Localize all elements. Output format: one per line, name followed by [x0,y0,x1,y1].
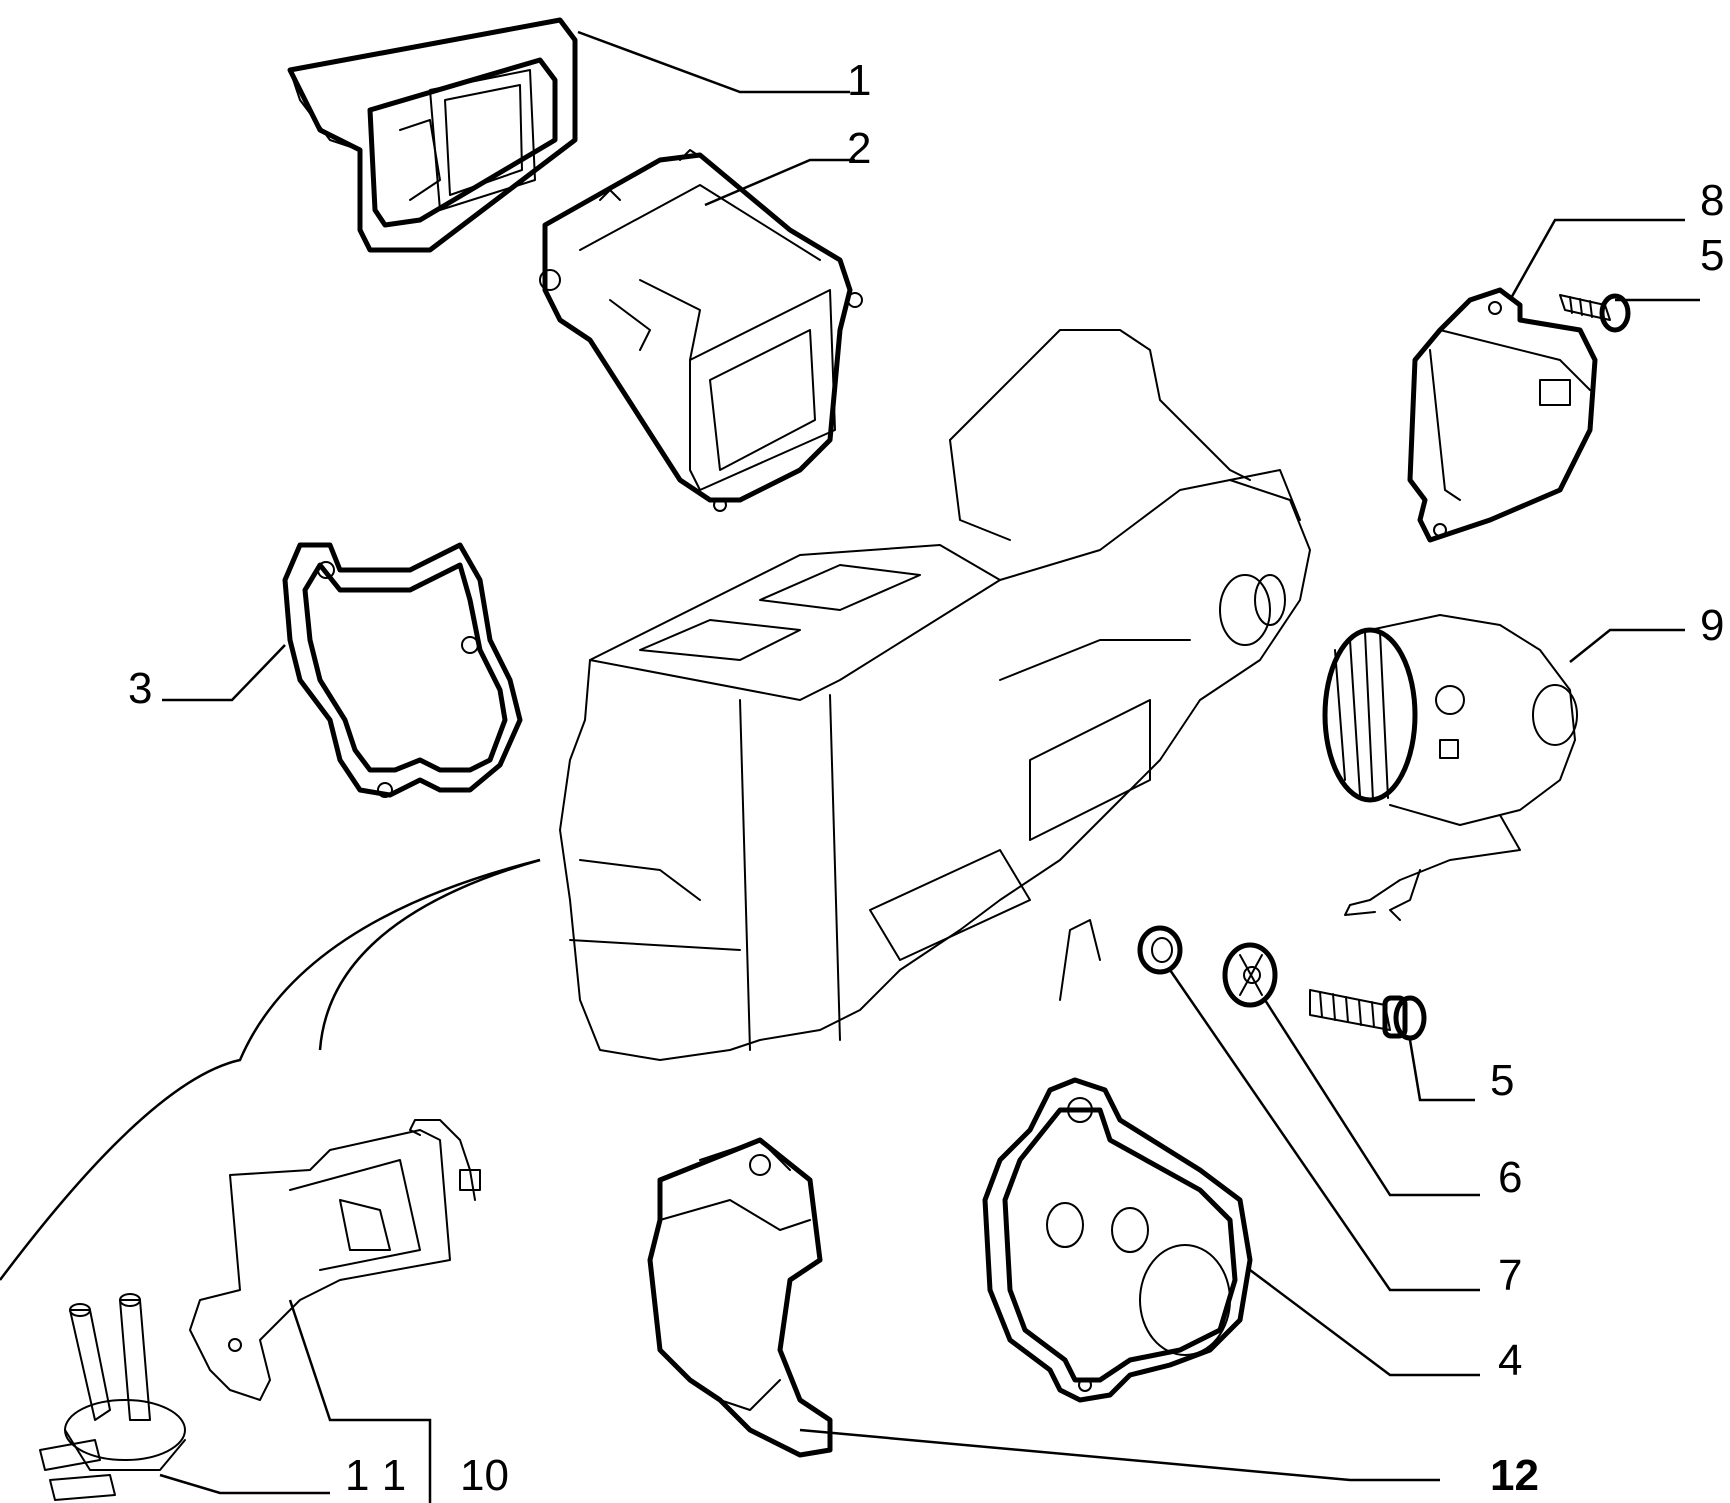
callout-8: 8 [1700,176,1724,225]
background-arc-inner [318,858,541,1051]
callout-1: 1 [847,56,871,105]
part-9-blower-motor [1322,614,1578,921]
callout-2: 2 [847,124,871,173]
part-5-bolt-lower [1309,989,1427,1041]
callout-10: 10 [460,1451,509,1500]
callout-5-lower: 5 [1490,1056,1514,1105]
part-6-nut [1222,942,1278,1008]
part-4-cover-plate [982,1077,1253,1403]
callout-12: 12 [1490,1451,1539,1500]
callout-3: 3 [128,664,152,713]
callout-7: 7 [1498,1251,1522,1300]
part-3-gasket [282,542,523,798]
callout-11: 1 1 [345,1451,406,1500]
part-2-filter-housing [539,149,863,512]
part-10-resistor-bracket [189,1119,481,1401]
leader-lines [159,30,1700,1503]
part-1-intake-duct [287,17,578,253]
part-11-water-valve [39,1293,186,1501]
callout-9: 9 [1700,601,1724,650]
part-5-screw-upper [1559,293,1631,333]
background-arc-outer [0,858,541,1281]
callout-6: 6 [1498,1153,1522,1202]
part-7-washer [1137,925,1183,975]
callout-5-upper: 5 [1700,231,1724,280]
hvac-main-housing [559,329,1311,1061]
part-8-actuator [1407,287,1598,543]
part-12-bracket [647,1137,833,1458]
callout-4: 4 [1498,1336,1522,1385]
